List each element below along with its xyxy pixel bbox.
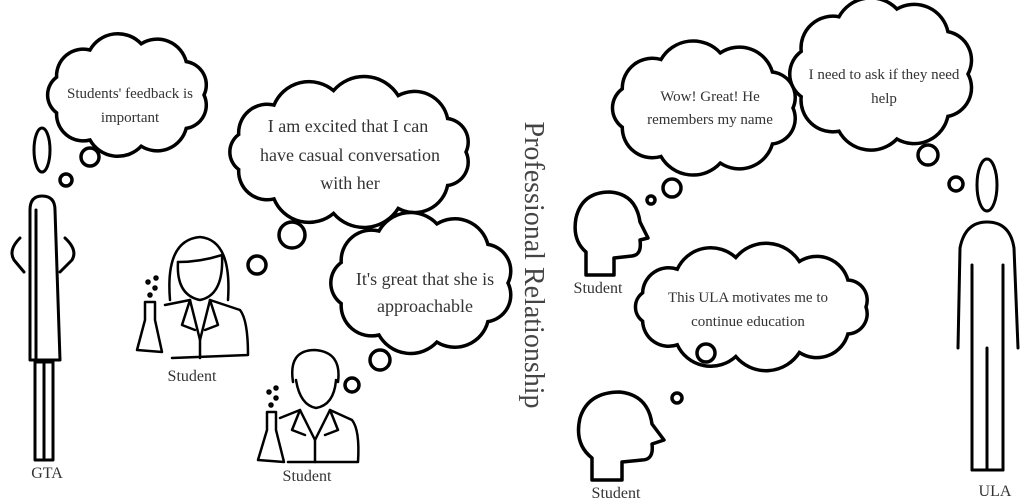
thought-line: continue education [691, 314, 805, 330]
cloud-student-male [329, 210, 513, 356]
cloud-student-head-top-text: Wow! Great! He remembers my name [647, 89, 773, 128]
cloud-student-head-bottom-text: This ULA motivates me to continue educat… [668, 290, 828, 330]
cloud-student-head-top [610, 39, 797, 177]
student-head-profile-icon [573, 190, 650, 277]
cloud-student-male-text: It's great that she is approachable [356, 269, 494, 316]
thought-line: approachable [377, 296, 473, 316]
ula-figure-icon [956, 157, 1020, 472]
gta-figure-icon [10, 126, 76, 462]
student-male-label: Student [283, 468, 332, 485]
female-scientist-icon [135, 235, 250, 360]
cloud-ula-text: I need to ask if they need help [809, 67, 960, 107]
thought-line: Students' feedback is [67, 86, 193, 102]
thought-bubbles [58, 143, 965, 405]
student-head-top-label: Student [574, 280, 623, 297]
student-head-bottom-label: Student [592, 485, 641, 502]
thought-line: Wow! Great! He [660, 89, 760, 105]
thought-line: I am excited that I can [268, 116, 428, 136]
cloud-gta-text: Students' feedback is important [67, 86, 193, 126]
cloud-ula [787, 0, 974, 152]
thought-line: have casual conversation [260, 145, 440, 165]
cloud-student-female-text: I am excited that I can have casual conv… [260, 116, 440, 193]
thought-line: help [871, 91, 897, 107]
thought-line: It's great that she is [356, 269, 494, 289]
ula-label: ULA [979, 483, 1012, 500]
thought-line: with her [320, 173, 379, 193]
cloud-gta [45, 31, 209, 159]
male-scientist-icon [256, 348, 360, 464]
diagram-title: Professional Relationship [518, 122, 549, 409]
cloud-student-female [228, 74, 470, 230]
student-head-profile-icon [576, 390, 666, 482]
thought-line: This ULA motivates me to [668, 290, 828, 306]
thought-line: remembers my name [647, 112, 773, 128]
gta-label: GTA [31, 465, 63, 482]
student-female-label: Student [168, 368, 217, 385]
thought-line: important [101, 110, 160, 126]
cloud-student-head-bottom [633, 241, 869, 373]
thought-line: I need to ask if they need [809, 67, 960, 83]
